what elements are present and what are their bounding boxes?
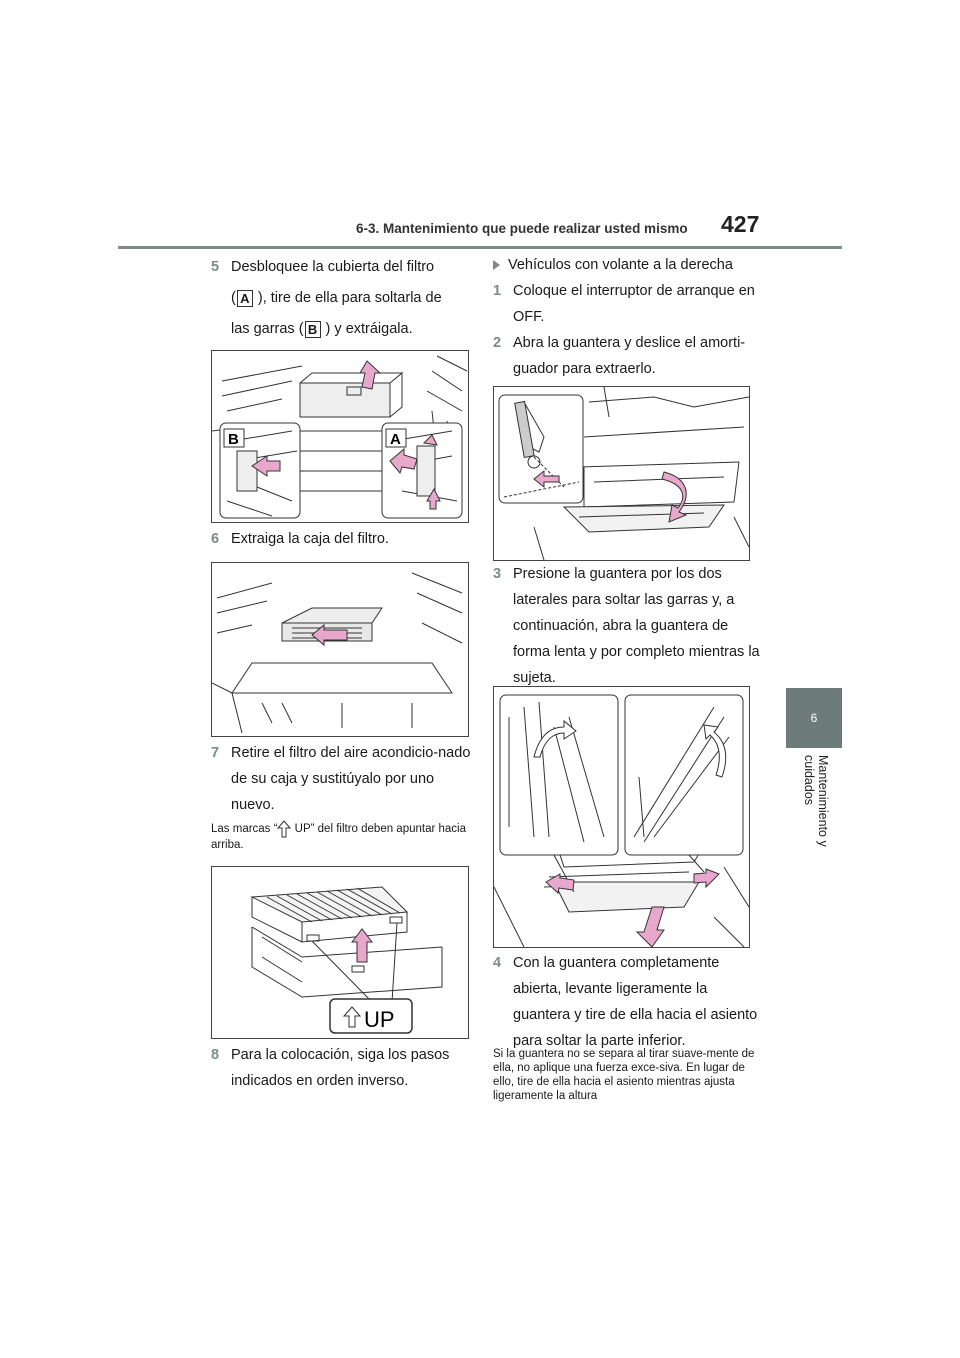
step5-line3-post: ) y extráigala. (321, 321, 413, 337)
up-marks-note: Las marcas “ UP” del filtro deben apunta… (211, 820, 473, 852)
step-text: Coloque el interruptor de arranque en OF… (513, 283, 755, 325)
chapter-label: Mantenimiento y cuidados (802, 755, 830, 847)
rhd-step-4: 4 Con la guantera completamente abierta,… (493, 950, 763, 1054)
glovebox-note: Si la guantera no se separa al tirar sua… (493, 1048, 755, 1102)
figure-filter-cover: B A (211, 350, 469, 523)
figure-filter-case (211, 562, 469, 737)
step5-line3-pre: las garras ( (231, 321, 304, 337)
header-rule (118, 246, 842, 249)
rhd-heading: Vehículos con volante a la derecha (493, 252, 763, 278)
step-5: 5 Desbloquee la cubierta del filtro (A )… (211, 252, 471, 345)
rhd-heading-text: Vehículos con volante a la derecha (508, 257, 733, 273)
step-8: 8 Para la colocación, siga los pasos ind… (211, 1042, 471, 1094)
rhd-step-2: 2 Abra la guantera y deslice el amorti-g… (493, 330, 763, 382)
label-b-box: B (304, 320, 321, 338)
step-text: Para la colocación, siga los pasos indic… (231, 1047, 450, 1089)
step-7: 7 Retire el filtro del aire acondicio-na… (211, 740, 471, 818)
step-number: 3 (493, 566, 502, 582)
fig1-label-a: A (390, 431, 401, 448)
page-number: 427 (721, 211, 760, 237)
step-text: Retire el filtro del aire acondicio-nado… (231, 745, 471, 813)
label-a-box: A (236, 289, 253, 307)
rhd-step-1: 1 Coloque el interruptor de arranque en … (493, 278, 763, 330)
rhd-step-3: 3 Presione la guantera por los dos later… (493, 561, 763, 691)
figure-new-filter: UP (211, 866, 469, 1039)
step5-line1: Desbloquee la cubierta del filtro (231, 259, 435, 275)
step5-line2-post: ), tire de ella para soltarla de (253, 290, 442, 306)
step-number: 1 (493, 283, 502, 299)
up-arrow-icon (277, 820, 292, 838)
chapter-label-container: Mantenimiento y cuidados (786, 755, 842, 895)
step-number: 6 (211, 531, 220, 547)
step-text: Con la guantera completamente abierta, l… (513, 955, 758, 1049)
fig3-up-label: UP (364, 1007, 395, 1032)
step5-line2-pre: ( (231, 290, 236, 306)
fig1-label-b: B (228, 431, 239, 448)
step-number: 2 (493, 335, 502, 351)
step-text: Desbloquee la cubierta del filtro (A ), … (211, 252, 471, 345)
chapter-tab[interactable]: 6 (786, 688, 842, 748)
step-number: 4 (493, 955, 502, 971)
step-number: 5 (211, 259, 220, 275)
figure-glovebox-damper (493, 386, 750, 561)
step-number: 7 (211, 745, 220, 761)
step-text: Abra la guantera y deslice el amorti-gua… (513, 335, 746, 377)
note-post: UP” del filtro deben apuntar hacia arrib… (211, 823, 466, 851)
step-text: Presione la guantera por los dos lateral… (513, 566, 760, 686)
step-number: 8 (211, 1047, 220, 1063)
step-text: Extraiga la caja del filtro. (231, 531, 389, 547)
section-title: 6-3. Mantenimiento que puede realizar us… (356, 221, 688, 236)
figure-glovebox-open (493, 686, 750, 948)
step-6: 6 Extraiga la caja del filtro. (211, 526, 471, 552)
chapter-number: 6 (810, 711, 818, 725)
note-pre: Las marcas “ (211, 823, 278, 836)
triangle-bullet-icon (493, 260, 500, 271)
